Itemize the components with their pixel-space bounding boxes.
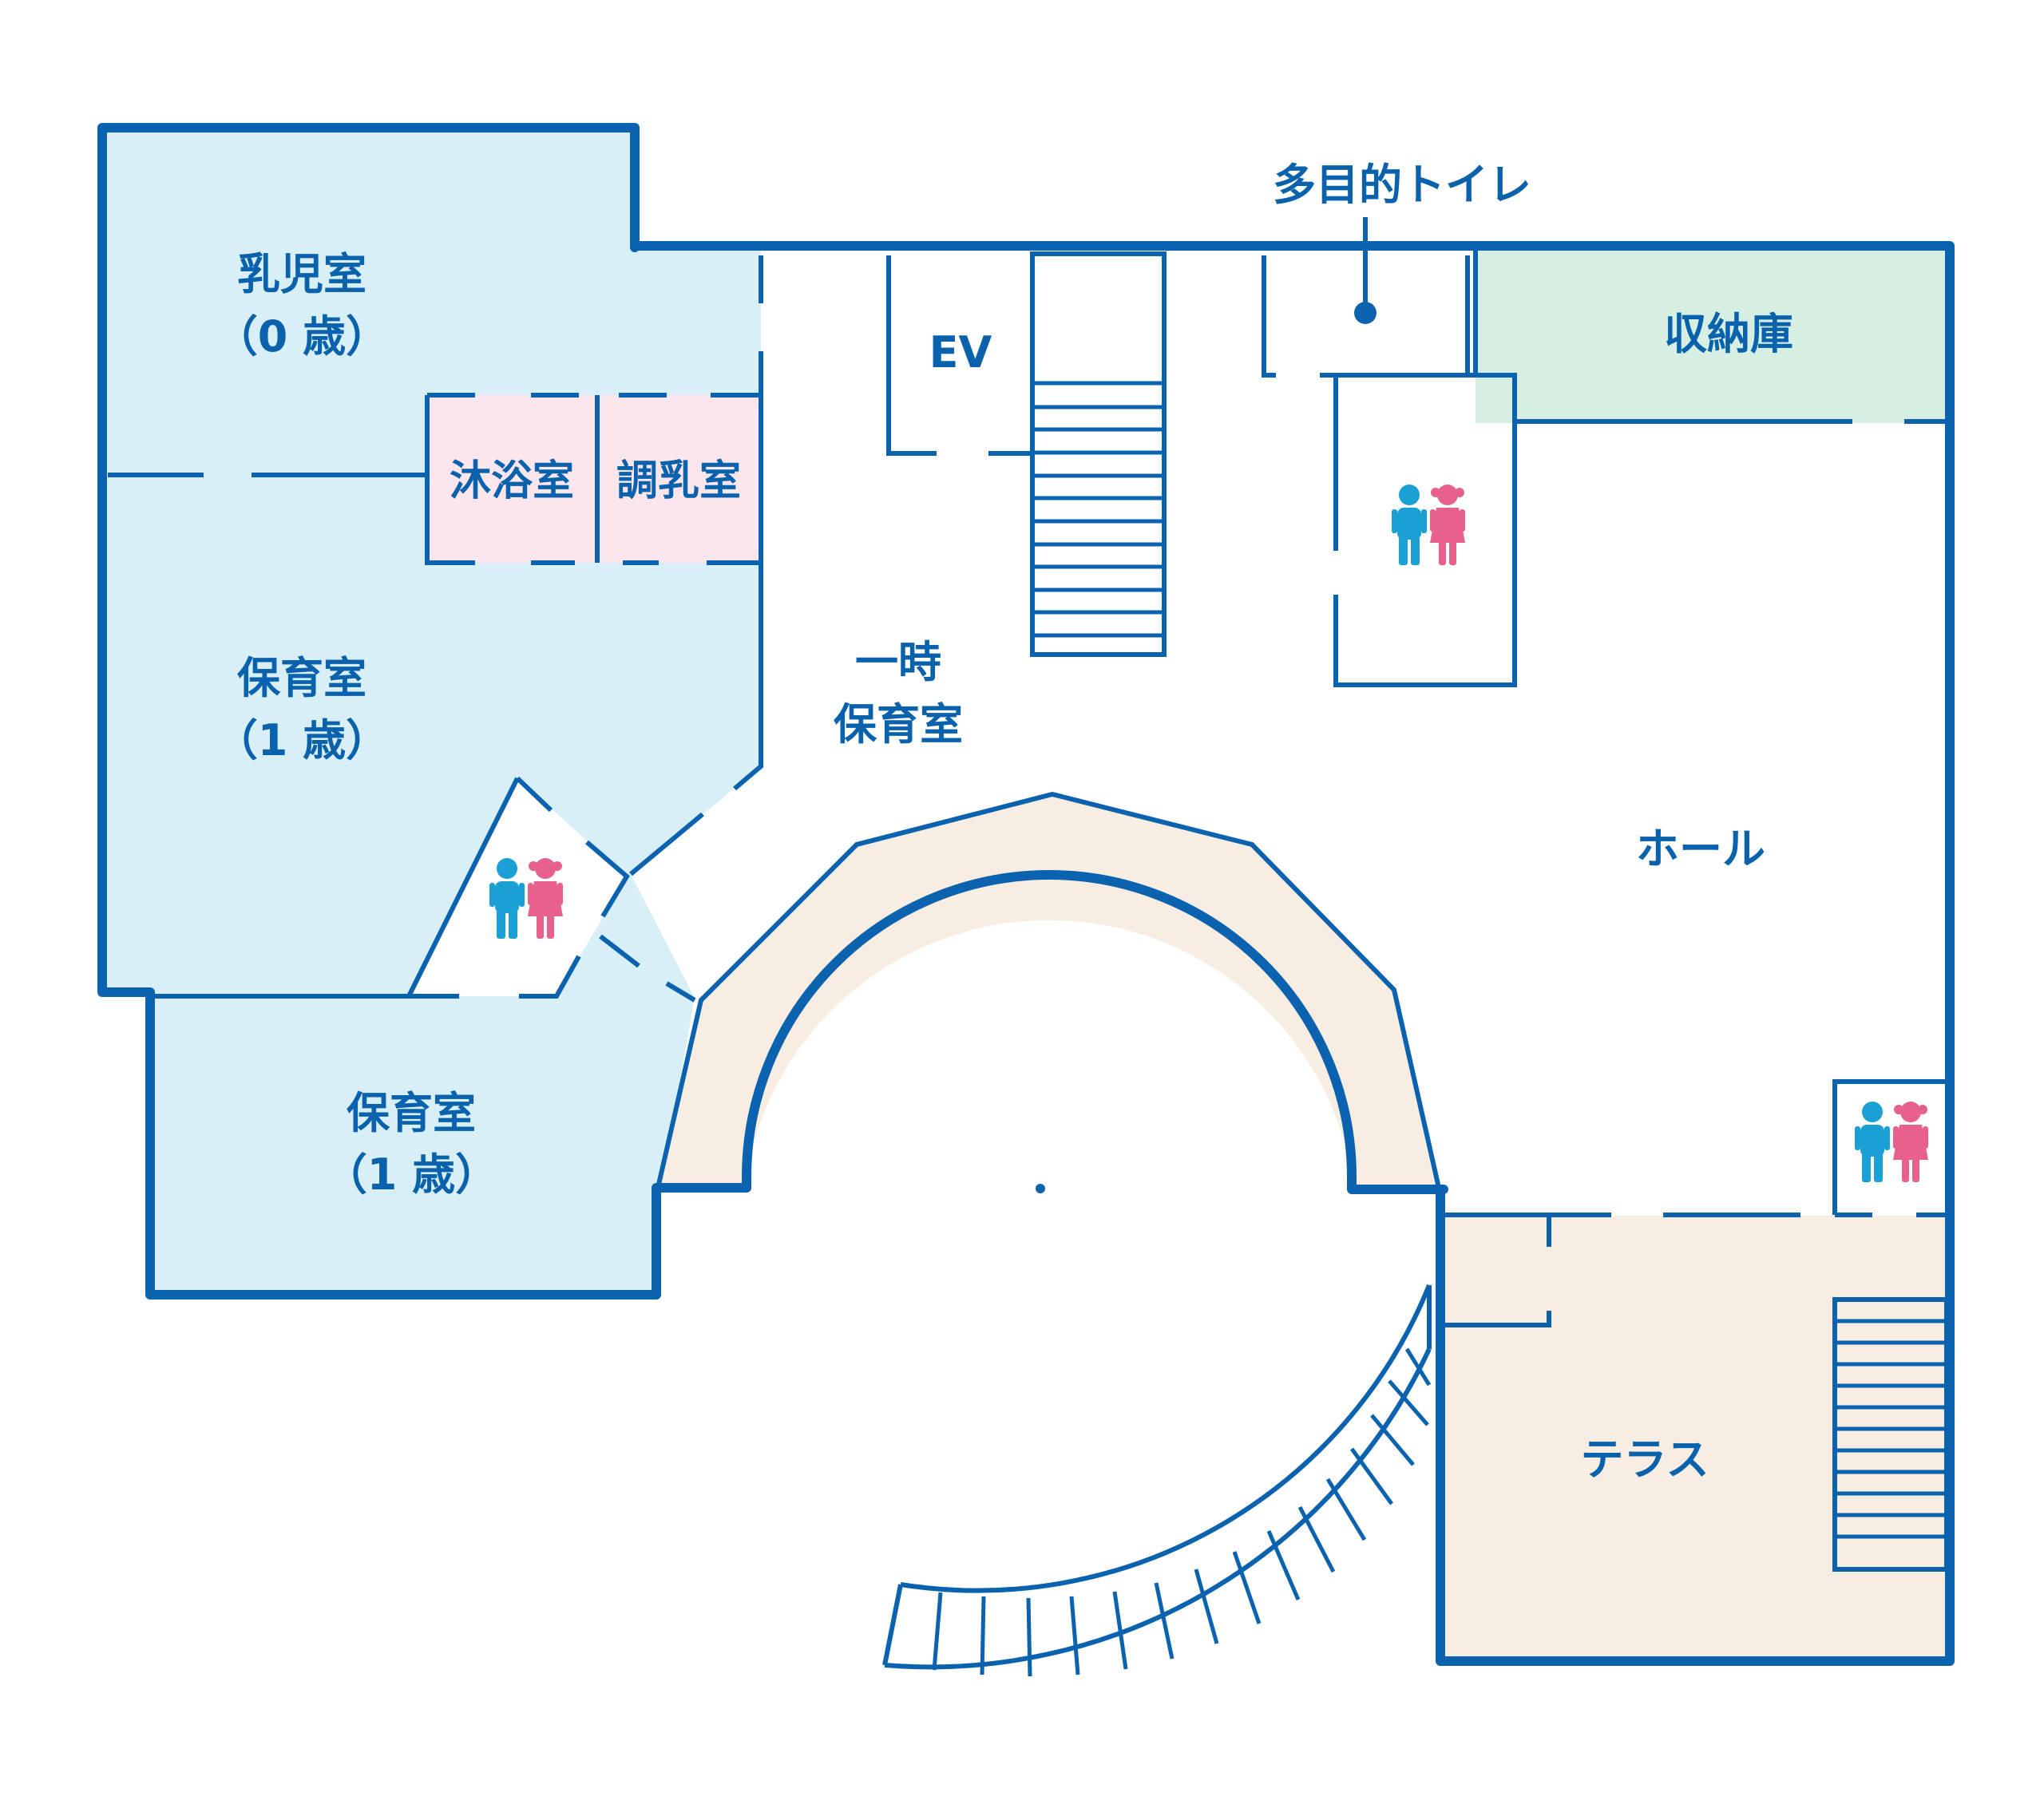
restroom-left-walls	[405, 776, 630, 999]
main-stairs	[1032, 381, 1164, 638]
restroom-center-walls	[1333, 373, 1517, 687]
ev-walls	[886, 255, 1032, 456]
toilet-pointer-dot	[1354, 302, 1377, 324]
bath-room-label: 沐浴室	[450, 457, 574, 505]
terrace-fill	[1444, 1216, 1945, 1661]
terrace-stairs	[1835, 1319, 1947, 1539]
nursery-upper-label: 保育室	[237, 653, 366, 703]
nursery-lower-label: 保育室	[347, 1088, 476, 1138]
elevator-label: EV	[929, 327, 992, 378]
temporary-nursery-label-2: 保育室	[834, 699, 963, 750]
spiral-stairs	[882, 1284, 1432, 1677]
hall-label: ホール	[1636, 824, 1765, 874]
arch-outline	[656, 791, 1441, 1189]
terrace-label: テラス	[1581, 1434, 1709, 1485]
restroom-icon	[1392, 485, 1465, 565]
infant-room-label: 乳児室	[237, 249, 366, 299]
temporary-nursery-label: 一時	[855, 637, 941, 687]
lower-nursery-wall	[150, 934, 696, 1003]
storage-fill	[1476, 251, 1945, 423]
terrace-walls	[1444, 1213, 1947, 1327]
inner-arch-wall	[742, 870, 1448, 1194]
storage-label: 収納庫	[1664, 309, 1793, 359]
infant-room-age-label: （0 歳）	[215, 311, 389, 362]
formula-room-label: 調乳室	[616, 457, 741, 505]
nursery-upper-age-label: （1 歳）	[215, 715, 389, 766]
nursery-east-wall	[629, 255, 763, 876]
outer-wall-left	[97, 123, 1045, 1300]
storage-walls	[1473, 251, 1947, 424]
nursery-lower-age-label: （1 歳）	[324, 1149, 498, 1200]
restroom-icon	[1855, 1102, 1928, 1182]
arch-fill	[658, 794, 1439, 1188]
bath-formula-block	[425, 393, 761, 565]
formula-room-fill	[597, 395, 761, 563]
outer-wall-right	[630, 241, 1955, 1666]
restroom-right-walls	[1832, 1079, 1947, 1215]
terrace-stairs-frame	[1832, 1297, 1949, 1572]
multipurpose-toilet-label: 多目的トイレ	[1273, 160, 1531, 210]
bath-room-fill	[427, 395, 597, 563]
